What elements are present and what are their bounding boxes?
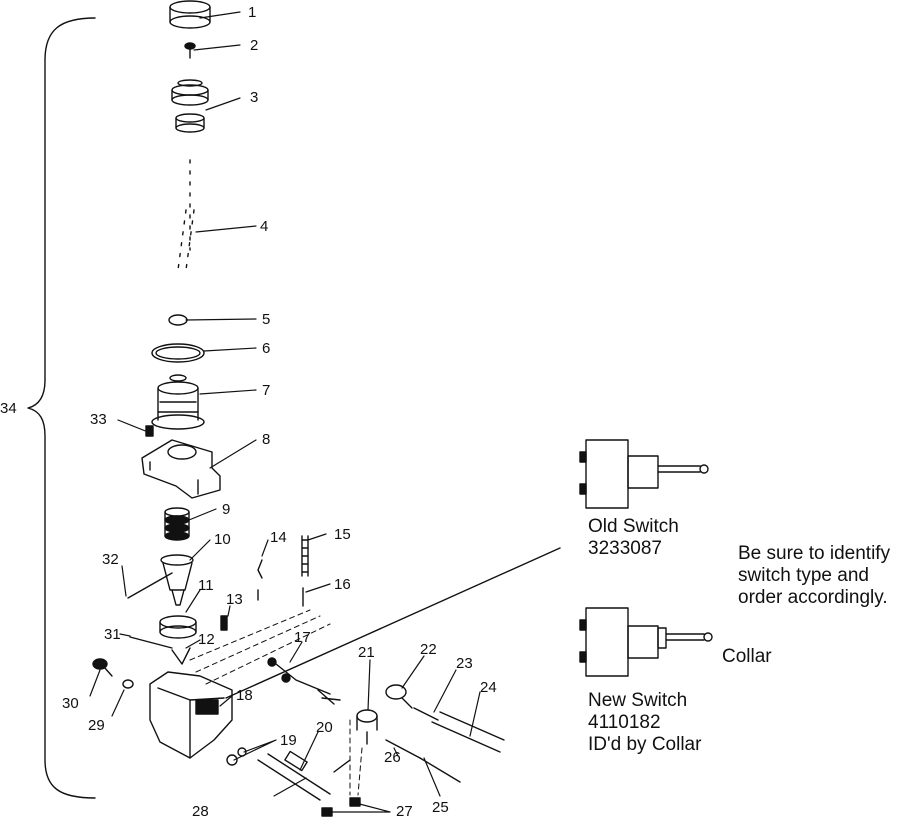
callout-14: 14	[270, 529, 287, 546]
collar-label: Collar	[722, 646, 772, 667]
part-pin	[127, 572, 173, 599]
callout-19: 19	[280, 732, 297, 749]
old-switch-drawing	[579, 439, 709, 509]
callout-18: 18	[236, 687, 253, 704]
old-switch-caption: Old Switch 3233087	[588, 516, 679, 560]
part-valve	[160, 554, 194, 606]
part-clip-12	[171, 647, 191, 665]
callout-8: 8	[262, 431, 270, 448]
part-sensor	[267, 657, 341, 705]
callout-25: 25	[432, 799, 449, 816]
callout-17: 17	[294, 629, 311, 646]
callout-9: 9	[222, 501, 230, 518]
part-bolt-21	[356, 709, 378, 745]
callout-13: 13	[226, 591, 243, 608]
callout-34: 34	[0, 400, 17, 417]
callout-12: 12	[198, 631, 215, 648]
callout-1: 1	[248, 4, 256, 21]
part-small-spring	[220, 615, 228, 631]
part-threaded-rod	[301, 535, 309, 577]
callout-7: 7	[262, 382, 270, 399]
part-base-block	[149, 671, 233, 759]
part-housing	[141, 439, 221, 499]
assembly-bracket	[27, 17, 96, 799]
part-bolt	[92, 658, 113, 677]
new-switch-part-number: 4110182	[588, 712, 661, 733]
instruction-note: Be sure to identify switch type and orde…	[738, 543, 890, 609]
callout-20: 20	[316, 719, 333, 736]
callout-21: 21	[358, 644, 375, 661]
callout-32: 32	[102, 551, 119, 568]
part-o-ring	[151, 343, 205, 363]
leader-lines	[89, 11, 481, 813]
part-clip	[257, 559, 263, 601]
part-link-rod	[129, 636, 173, 649]
instruction-line-1: Be sure to identify	[738, 543, 891, 564]
part-cable	[257, 750, 351, 801]
new-switch-title: New Switch	[588, 690, 688, 711]
callout-23: 23	[456, 655, 473, 672]
part-spring-stack	[164, 507, 190, 541]
part-cable-24	[413, 707, 505, 753]
part-cable-25	[385, 739, 461, 783]
part-washer-19	[226, 747, 247, 766]
part-washer	[168, 314, 188, 326]
callout-31: 31	[104, 626, 121, 643]
alignment-lines	[189, 609, 363, 796]
callout-27: 27	[396, 803, 413, 820]
callout-22: 22	[420, 641, 437, 658]
part-bolt-washer	[122, 679, 134, 689]
part-ring	[171, 79, 209, 133]
new-switch-drawing	[579, 607, 713, 677]
part-cap	[169, 0, 211, 29]
callout-5: 5	[262, 311, 270, 328]
part-screw	[184, 42, 196, 59]
callout-16: 16	[334, 576, 351, 593]
callout-26: 26	[384, 749, 401, 766]
old-switch-part-number: 3233087	[588, 538, 662, 559]
callout-28: 28	[192, 803, 209, 820]
callout-6: 6	[262, 340, 270, 357]
part-spring	[177, 159, 195, 271]
part-nuts	[321, 797, 361, 817]
callout-10: 10	[214, 531, 231, 548]
callout-2: 2	[250, 37, 258, 54]
switch-connector-line	[225, 547, 561, 699]
part-collar-ring	[159, 615, 197, 639]
callout-3: 3	[250, 89, 258, 106]
callout-30: 30	[62, 695, 79, 712]
callout-labels: 1 2 3 4 5 6 7 8 9 10 11 12 13 14 15 16 1…	[0, 4, 497, 820]
callout-24: 24	[480, 679, 497, 696]
old-switch-title: Old Switch	[588, 516, 679, 537]
new-switch-caption: New Switch 4110182 ID'd by Collar	[588, 690, 701, 756]
part-fitting	[385, 684, 413, 709]
callout-15: 15	[334, 526, 351, 543]
new-switch-note: ID'd by Collar	[588, 734, 702, 755]
instruction-line-2: switch type and	[738, 565, 869, 586]
callout-29: 29	[88, 717, 105, 734]
callout-11: 11	[198, 577, 214, 594]
part-plunger	[151, 374, 205, 430]
instruction-line-3: order accordingly.	[738, 587, 888, 608]
callout-33: 33	[90, 411, 107, 428]
callout-4: 4	[260, 218, 268, 235]
